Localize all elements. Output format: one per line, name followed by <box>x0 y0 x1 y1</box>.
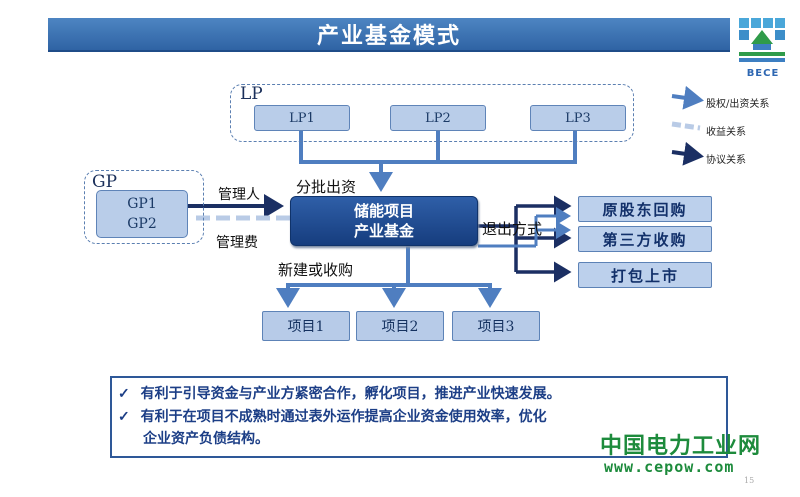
legend-arrows <box>671 85 704 166</box>
lp-group-label: LP <box>240 84 263 104</box>
fund-to-project-arrows <box>276 246 502 308</box>
gp-box: GP1 GP2 <box>96 190 188 238</box>
exit-label: 退出方式 <box>482 220 543 238</box>
gp-group-label: GP <box>92 172 118 192</box>
legend-agreement-label: 协议关系 <box>706 155 746 166</box>
check-icon: ✓ <box>118 386 130 402</box>
manager-label: 管理人 <box>218 187 260 203</box>
lp-group <box>230 84 634 142</box>
logo-text: BECE <box>746 68 780 79</box>
gp2-label: GP2 <box>127 216 157 232</box>
benefit-2: ✓ 有利于在项目不成熟时通过表外运作提高企业资金使用效率，优化 <box>118 409 547 425</box>
lp2-box: LP2 <box>390 105 486 131</box>
gp-group <box>84 170 204 244</box>
watermark-url: www.cepow.com <box>604 458 735 476</box>
installment-label: 分批出资 <box>296 178 357 196</box>
project1-box: 项目1 <box>262 311 350 341</box>
title-bar: 产业基金模式 <box>48 18 730 52</box>
lp3-box: LP3 <box>530 105 626 131</box>
exit-equity-arrows <box>478 207 571 248</box>
check-icon: ✓ <box>118 409 130 425</box>
benefits-box: ✓ 有利于引导资金与产业方紧密合作，孵化项目，推进产业快速发展。 ✓ 有利于在项… <box>110 376 728 458</box>
fund-line2: 产业基金 <box>353 222 414 240</box>
lp1-box: LP1 <box>254 105 350 131</box>
exit-third-party-box: 第三方收购 <box>578 226 712 252</box>
fund-box: 储能项目 产业基金 <box>290 196 478 246</box>
benefit-1: ✓ 有利于引导资金与产业方紧密合作，孵化项目，推进产业快速发展。 <box>118 386 561 402</box>
build-label: 新建或收购 <box>278 261 354 279</box>
legend-equity-label: 股权/出资关系 <box>706 99 770 110</box>
lp-to-fund-arrows <box>299 130 577 192</box>
project2-box: 项目2 <box>356 311 444 341</box>
watermark-cn: 中国电力工业网 <box>600 434 762 459</box>
benefit-2-continued: 企业资产负债结构。 <box>143 431 269 447</box>
project3-box: 项目3 <box>452 311 540 341</box>
fund-line1: 储能项目 <box>353 202 414 220</box>
page-title: 产业基金模式 <box>316 23 461 49</box>
exit-buyback-box: 原股东回购 <box>578 196 712 222</box>
page-number: 15 <box>744 476 755 485</box>
legend-income-label: 收益关系 <box>706 127 746 138</box>
fee-label: 管理费 <box>216 235 258 251</box>
logo-graphic <box>739 18 785 62</box>
gp1-label: GP1 <box>127 196 157 212</box>
exit-ipo-box: 打包上市 <box>578 262 712 288</box>
